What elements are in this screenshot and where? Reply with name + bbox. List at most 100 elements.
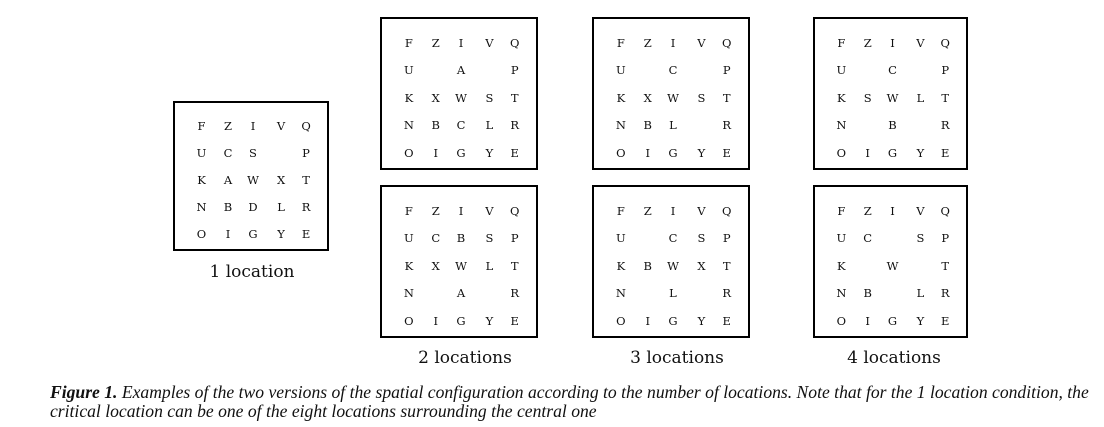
- grid-letter: E: [722, 145, 731, 160]
- grid-letter: K: [616, 258, 626, 273]
- grid-letter: L: [916, 90, 925, 105]
- grid-letter: Z: [643, 203, 652, 218]
- grid-letter: U: [404, 63, 414, 78]
- grid-letter: I: [458, 203, 464, 218]
- grid-letter: T: [302, 173, 310, 188]
- grid-letter: V: [485, 203, 494, 218]
- grid-letter: C: [668, 231, 678, 246]
- grid-letter: K: [404, 90, 414, 105]
- grid-letter: E: [510, 313, 519, 328]
- grid-letter: P: [302, 146, 310, 161]
- grid-letter: G: [456, 145, 466, 160]
- grid-letter: G: [887, 313, 898, 328]
- grid-letter: I: [670, 35, 676, 50]
- grid-letter: D: [248, 200, 258, 215]
- grid-letter: P: [722, 231, 731, 246]
- grid-letter: N: [836, 118, 847, 133]
- grid-letter: L: [916, 286, 925, 301]
- grid-letter: F: [404, 203, 413, 218]
- grid-letter: P: [510, 63, 519, 78]
- grid-letter: Q: [510, 203, 520, 218]
- grid-letter: U: [196, 146, 207, 161]
- grid-letter: Q: [940, 203, 950, 218]
- grid-letter: F: [837, 35, 846, 50]
- grid-letter: W: [247, 173, 259, 188]
- grid-letter: G: [668, 313, 678, 328]
- grid-letter: C: [863, 231, 873, 246]
- grid-letter: X: [276, 173, 286, 188]
- grid-letter: Z: [863, 203, 872, 218]
- grid-letter: N: [403, 118, 414, 133]
- grid-letter: F: [197, 119, 206, 134]
- grid-letter: Y: [916, 145, 925, 160]
- grid-letter: U: [836, 63, 847, 78]
- grid-letter: O: [836, 313, 847, 328]
- grid-letter: Z: [224, 119, 233, 134]
- grid-letter: T: [941, 90, 950, 105]
- grid-letter: C: [431, 231, 441, 246]
- grid-letter: Y: [485, 313, 494, 328]
- grid-letter: N: [403, 286, 414, 301]
- grid-letter: Y: [697, 145, 706, 160]
- grid-letter: A: [456, 63, 466, 78]
- grid-letter: I: [645, 145, 650, 160]
- grid-letter: V: [697, 203, 706, 218]
- grid-letter: Y: [277, 227, 285, 242]
- grid-letter: R: [301, 200, 311, 215]
- grid-letter: E: [940, 145, 950, 160]
- grid-letter: K: [197, 173, 206, 188]
- grid-letter: I: [890, 35, 895, 50]
- grid-letter: T: [510, 258, 519, 273]
- grid-letter: C: [888, 63, 897, 78]
- grid-letter: K: [837, 258, 846, 273]
- grid-letter: Y: [697, 313, 706, 328]
- grid-letter: X: [697, 258, 706, 273]
- grid-letter: R: [940, 286, 950, 301]
- grid-letter: Q: [940, 35, 950, 50]
- grid-letter: O: [404, 145, 414, 160]
- condition-label: 3 locations: [630, 348, 724, 368]
- grid-letter: T: [510, 90, 519, 105]
- grid-letter: K: [616, 90, 626, 105]
- grid-letter: Q: [301, 119, 311, 134]
- grid-letter: X: [431, 90, 440, 105]
- grid-letter: L: [669, 118, 677, 133]
- caption-text: Examples of the two versions of the spat…: [50, 382, 1089, 421]
- grid-letter: T: [941, 258, 950, 273]
- grid-letter: N: [196, 200, 207, 215]
- grid-letter: I: [225, 227, 231, 242]
- condition-label: 4 locations: [847, 348, 941, 368]
- grid-letter: S: [697, 90, 706, 105]
- grid-letter: V: [916, 203, 925, 218]
- grid-letter: B: [863, 286, 872, 301]
- figure-caption: Figure 1. Examples of the two versions o…: [50, 383, 1095, 421]
- grid-letter: V: [276, 119, 286, 134]
- grid-letter: B: [643, 118, 652, 133]
- grid-letter: X: [643, 90, 652, 105]
- grid-letter: N: [615, 286, 626, 301]
- grid-letter: Q: [510, 35, 520, 50]
- grid-letter: B: [888, 118, 897, 133]
- grid-letter: T: [722, 258, 731, 273]
- grid-letter: S: [863, 90, 872, 105]
- grid-letter: Z: [863, 35, 872, 50]
- grid-letter: W: [455, 90, 467, 105]
- grid-letter: T: [722, 90, 731, 105]
- grid-letter: I: [865, 145, 870, 160]
- grid-letter: B: [223, 200, 233, 215]
- grid-letter: B: [643, 258, 652, 273]
- grid-letter: E: [301, 227, 311, 242]
- grid-letter: E: [510, 145, 519, 160]
- grid-letter: U: [836, 231, 847, 246]
- condition-label: 1 location: [209, 262, 295, 282]
- grid-letter: U: [616, 231, 626, 246]
- grid-letter: F: [404, 35, 413, 50]
- grid-letter: O: [404, 313, 414, 328]
- grid-letter: Q: [722, 203, 732, 218]
- grid-letter: R: [510, 286, 520, 301]
- grid-letter: G: [668, 145, 678, 160]
